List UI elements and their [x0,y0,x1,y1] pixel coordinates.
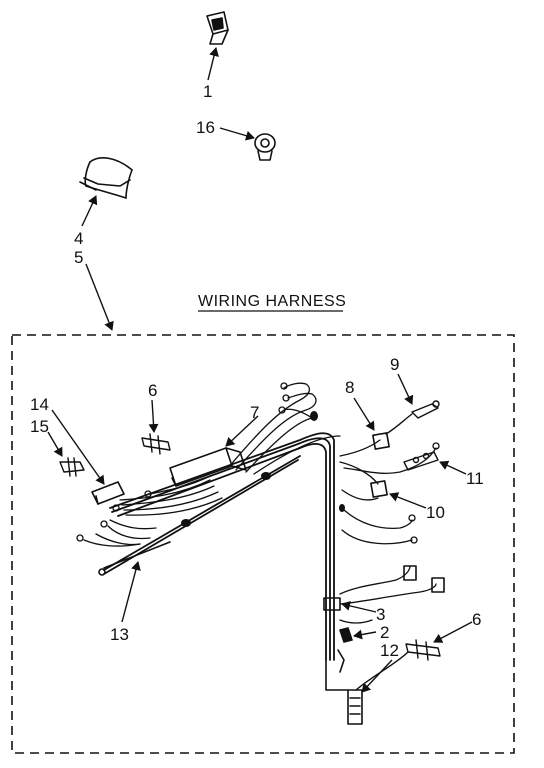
part-2-clip [337,627,353,673]
part-15-terminal [59,457,85,477]
part-16-clip [254,133,276,161]
callout-leader-9 [397,373,414,405]
callout-leader-12 [361,659,393,693]
callout-leader-6-lower [433,621,473,643]
callout-leader-16 [219,127,255,141]
part-1-switch [206,11,229,45]
part-9-terminal [385,400,440,435]
callout-leader-4 [81,195,98,227]
callout-label-1: 1 [203,82,212,101]
callout-leader-6-upper [148,399,159,433]
part-13-probe [98,541,171,576]
callout-leader-15 [47,431,63,457]
part-6-terminal-upper [141,433,171,455]
part-3-sleeve [323,597,341,611]
callout-label-9: 9 [390,355,399,374]
part-8-connector [372,432,390,450]
callout-leader-3 [341,600,377,613]
callout-leader-1 [207,47,219,81]
wire-terminals-left [76,490,152,542]
callout-leader-14 [51,409,105,485]
part-12-connector [325,659,363,725]
harness-boundary-box [11,334,515,754]
callout-label-8: 8 [345,378,354,397]
callout-leader-7 [225,415,259,447]
right-wire-branches [339,439,437,624]
callout-label-5: 5 [74,248,83,267]
callout-label-2: 2 [380,623,389,642]
diagram-title: WIRING HARNESS [198,293,346,310]
callout-leader-5 [85,263,114,331]
callout-leader-10 [389,492,427,509]
callout-label-6-lower: 6 [472,610,481,629]
callout-label-4: 4 [74,229,83,248]
callout-label-11: 11 [466,469,484,488]
part-10-connector [370,480,388,498]
callout-leader-11 [439,460,467,475]
right-wire-ends [408,442,440,544]
part-11-terminal-strip [403,451,439,471]
callout-label-6-upper: 6 [148,381,157,400]
lower-right-connectors [403,565,445,593]
callout-label-15: 15 [30,417,49,436]
callout-label-7: 7 [250,403,259,422]
harness-trunk [103,432,335,661]
callout-label-10: 10 [426,503,445,522]
callout-label-3: 3 [376,605,385,624]
part-14-connector [91,481,125,505]
part-7-connector-block [169,447,247,487]
callout-label-13: 13 [110,625,129,644]
callout-label-12: 12 [380,641,399,660]
part-4-sleeve [79,157,133,199]
left-wire-fan [83,475,223,547]
callout-leader-13 [121,561,141,623]
callout-leader-8 [353,397,375,431]
callout-label-16: 16 [196,118,215,137]
upper-wire-ends [278,382,290,414]
part-6-terminal-lower [355,639,441,691]
callout-label-14: 14 [30,395,49,414]
callout-leader-2 [353,629,377,640]
